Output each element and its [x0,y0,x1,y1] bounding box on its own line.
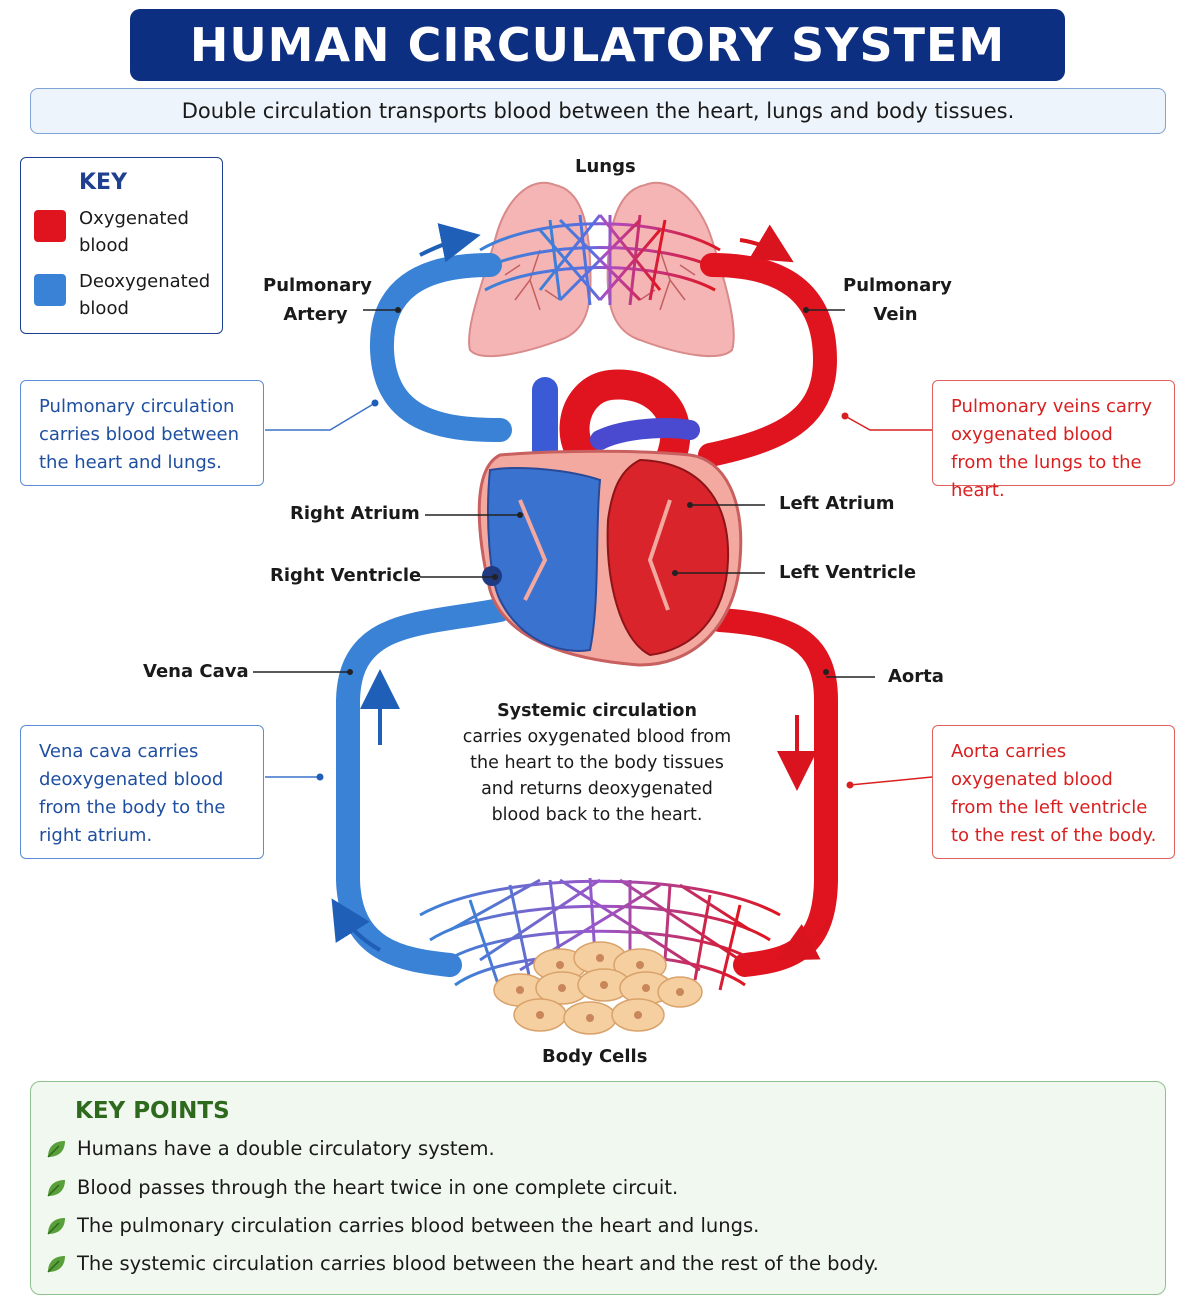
label-pulmonary-vein: Pulmonary Vein [843,275,952,325]
key-point-text: The pulmonary circulation carries blood … [77,1214,760,1237]
flow-arrow-5 [331,898,381,952]
legend: KEY Oxygenated blood Deoxygenated blood [20,157,223,334]
callout-pulmonary-circulation: Pulmonary circulation carries blood betw… [20,380,264,486]
callout-aorta: Aorta carries oxygenated blood from the … [932,725,1175,859]
vena-cava-vessel [336,598,512,977]
label-lungs: Lungs [575,156,636,177]
leader-lines [253,309,875,678]
flow-arrow-1 [419,223,481,263]
pulmonary-artery-vessel [369,253,512,442]
subtitle: Double circulation transports blood betw… [30,88,1166,134]
key-point-item: Blood passes through the heart twice in … [45,1176,678,1199]
key-points-panel: KEY POINTS Humans have a double circulat… [30,1081,1166,1295]
oxygenated-swatch [34,210,66,242]
title-bar: HUMAN CIRCULATORY SYSTEM [130,9,1065,81]
key-point-item: The pulmonary circulation carries blood … [45,1214,759,1237]
legend-title: KEY [79,170,128,195]
label-body-cells: Body Cells [542,1046,648,1067]
systemic-heading: Systemic circulation [497,701,697,721]
leaf-icon [47,1140,65,1158]
key-point-text: Humans have a double circulatory system. [77,1137,495,1160]
systemic-body: carries oxygenated blood from the heart … [462,727,732,825]
callout-vena-cava: Vena cava carries deoxygenated blood fro… [20,725,264,859]
label-right-ventricle: Right Ventricle [270,565,422,586]
systemic-description: Systemic circulation carries oxygenated … [462,698,732,828]
flow-arrow-6 [775,918,832,961]
key-point-text: Blood passes through the heart twice in … [77,1176,679,1199]
leaf-icon [47,1217,65,1235]
callout-pulmonary-veins: Pulmonary veins carry oxygenated blood f… [932,380,1175,501]
lungs [468,181,735,358]
leaf-icon [47,1179,65,1197]
key-point-item: The systemic circulation carries blood b… [45,1252,879,1275]
label-aorta: Aorta [888,666,944,687]
heart [477,369,743,667]
key-points-title: KEY POINTS [75,1098,230,1124]
key-point-item: Humans have a double circulatory system. [45,1137,495,1160]
label-left-ventricle: Left Ventricle [779,562,917,583]
flow-arrow-2 [739,224,794,263]
deoxygenated-swatch [34,274,66,306]
label-pulmonary-artery: Pulmonary Artery [263,275,372,325]
label-vena-cava: Vena Cava [143,661,249,682]
oxygenated-label: Oxygenated blood [79,208,189,256]
deoxygenated-label: Deoxygenated blood [79,271,211,319]
key-point-text: The systemic circulation carries blood b… [77,1252,879,1275]
pulmonary-vein-vessel [698,253,838,467]
leaf-icon [47,1255,65,1273]
label-left-atrium: Left Atrium [779,493,895,514]
body-capillaries [419,877,781,991]
aorta-vessel [708,608,838,977]
label-right-atrium: Right Atrium [290,503,420,524]
page-title: HUMAN CIRCULATORY SYSTEM [189,18,1006,72]
